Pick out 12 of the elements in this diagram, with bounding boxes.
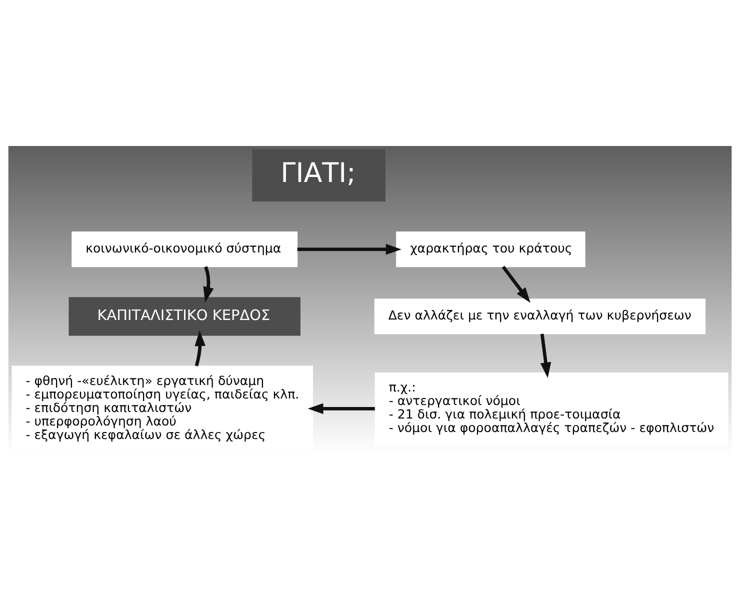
- arrow: [194, 330, 206, 366]
- arrow: [203, 266, 214, 302]
- node-box: π.χ.: - αντεργατικοί νόμοι - 21 δισ. για πολεμική προε-τοιμασία - νόμοι για φοροαπαλλαγές τραπεζών - εφοπλιστών: [374, 372, 728, 444]
- node-box: χαρακτήρας του κράτους: [396, 230, 586, 267]
- node-box: κοινωνικό-οικονομικό σύστημα: [72, 230, 298, 267]
- arrow: [540, 333, 552, 378]
- arrow: [297, 243, 402, 254]
- node-box: Δεν αλλάζει με την εναλλαγή των κυβερνήσεων: [374, 298, 706, 334]
- arrow: [308, 402, 375, 414]
- arrow: [502, 265, 530, 302]
- node-box: ΚΑΠΙΤΑΛΙΣΤΙΚΟ ΚΕΡΔΟΣ: [68, 296, 300, 336]
- node-box: ΓΙΑΤΙ;: [252, 148, 386, 202]
